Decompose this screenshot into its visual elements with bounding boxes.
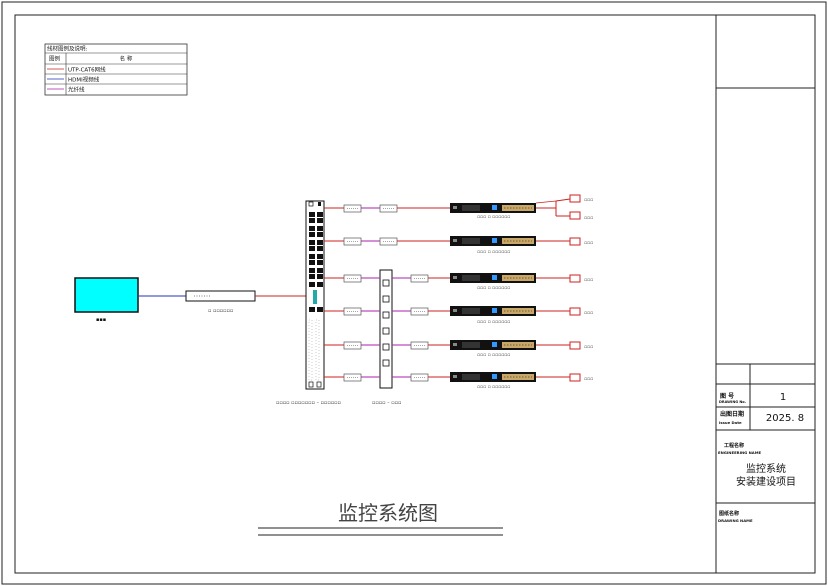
project-name-line1: 监控系统 [746,462,786,475]
branch-row-3: ▫▫▫ ▫ ▫▫▫▫▫▫ ▫▫▫ [324,272,593,291]
legend-col-name: 名 称 [120,55,133,63]
cable-legend: 线材图例及说明: 图例 名 称 UTP-CAT6网线 HDMI视频线 光纤线 [44,43,188,96]
nvr-caption-2: ▫▫▫ ▫ ▫▫▫▫▫▫ [477,250,510,255]
monitor: ▪▪▪ [74,277,139,323]
cam-caption-5: ▫▫▫ [584,345,593,350]
decoder-unit: ▫ ▫▫▫▫▫▫ [185,290,256,314]
nvr-caption-5: ▫▫▫ ▫ ▫▫▫▫▫▫ [477,353,510,358]
fiber-box-caption-placeholder: ▫▫▫▫ – ▫▫▫ [372,400,401,406]
branch-row-4: ▫▫▫ ▫ ▫▫▫▫▫▫ ▫▫▫ [324,305,593,325]
branch-row-5: ▫▫▫ ▫ ▫▫▫▫▫▫ ▫▫▫ [324,339,593,358]
page-label-en: DRAWING No. [719,400,746,404]
nvr-caption-1: ▫▫▫ ▫ ▫▫▫▫▫▫ [477,215,510,220]
decoder-caption-placeholder: ▫ ▫▫▫▫▫▫ [208,308,233,314]
cam-caption-2: ▫▫▫ [584,241,593,246]
cam-caption-1a: ▫▫▫ [584,198,593,203]
diagram-title-block: 监控系统图 [258,501,503,536]
nvr-caption-4: ▫▫▫ ▫ ▫▫▫▫▫▫ [477,320,510,325]
project-name-line2: 安装建设项目 [736,475,796,488]
cam-caption-6: ▫▫▫ [584,377,593,382]
date-label-en: Issue Date [719,420,742,425]
project-label-en: ENGINEERING NAME [718,450,762,455]
date-value: 2025. 8 [766,413,804,424]
core-switch-caption-placeholder: ▫▫▫▫ ▫▫▫▫▫▫▫ – ▫▫▫▫▫▫ [276,400,341,406]
legend-header: 线材图例及说明: [47,45,88,53]
cam-caption-4: ▫▫▫ [584,311,593,316]
legend-item-hdmi: HDMI视频线 [68,76,100,84]
branch-row-1: ▫▫▫ ▫ ▫▫▫▫▫▫ ▫▫▫ ▫▫▫ [324,194,593,221]
inner-border [14,14,816,574]
legend-item-fiber: 光纤线 [68,86,85,94]
nvr-caption-3: ▫▫▫ ▫ ▫▫▫▫▫▫ [477,286,510,291]
branch-row-2: ▫▫▫ ▫ ▫▫▫▫▫▫ ▫▫▫ [324,235,593,255]
core-switch: ▫▫▫▫ ▫▫▫▫▫▫▫ – ▫▫▫▫▫▫ [276,200,341,406]
cam-caption-3: ▫▫▫ [584,278,593,283]
nvr-caption-6: ▫▫▫ ▫ ▫▫▫▫▫▫ [477,385,510,390]
monitor-label-placeholder: ▪▪▪ [96,317,106,323]
fiber-distribution-box: ▫▫▫▫ – ▫▫▫ [372,269,401,406]
drawing-name-label-en: DRAWING NAME [718,518,753,523]
cam-caption-1b: ▫▫▫ [584,216,593,221]
legend-col-symbol: 图例 [49,55,61,63]
legend-item-network: UTP-CAT6网线 [68,66,106,74]
page-label-cn: 图 号 [720,392,734,400]
page-value: 1 [780,392,786,403]
drawing-name-label-cn: 图纸名称 [719,510,739,517]
project-label-cn: 工程名称 [724,442,744,449]
title-block: 图 号 DRAWING No. 1 出图日期 Issue Date 2025. … [715,15,815,573]
branch-row-6: ▫▫▫ ▫ ▫▫▫▫▫▫ ▫▫▫ [324,371,593,390]
diagram-title: 监控系统图 [338,501,438,525]
date-label-cn: 出图日期 [720,410,744,418]
